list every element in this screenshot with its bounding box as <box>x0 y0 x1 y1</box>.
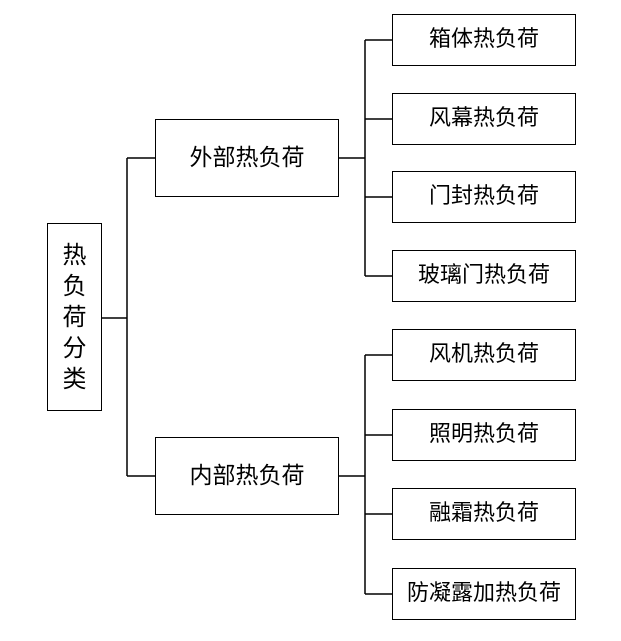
root-label-char-4: 分 <box>62 333 87 362</box>
root-label-char-1: 热 <box>62 240 87 269</box>
leaf-node-lighting-heat-load: 照明热负荷 <box>392 409 576 461</box>
leaf-node-fan-heat-load: 风机热负荷 <box>392 329 576 381</box>
branch-node-internal-heat-load: 内部热负荷 <box>155 437 339 515</box>
leaf-node-anti-condensation-heating-load: 防凝露加热负荷 <box>392 568 576 620</box>
leaf-node-glass-door-heat-load: 玻璃门热负荷 <box>392 250 576 302</box>
leaf-node-air-curtain-heat-load: 风幕热负荷 <box>392 93 576 145</box>
leaf-node-defrost-heat-load: 融霜热负荷 <box>392 488 576 540</box>
root-label-char-5: 类 <box>62 364 87 393</box>
branch-node-external-heat-load: 外部热负荷 <box>155 119 339 197</box>
leaf-node-door-seal-heat-load: 门封热负荷 <box>392 171 576 223</box>
root-node-heat-load-classification: 热负荷分类 <box>47 223 102 411</box>
root-label-char-3: 荷 <box>62 302 87 331</box>
leaf-node-cabinet-heat-load: 箱体热负荷 <box>392 14 576 66</box>
root-label-char-2: 负 <box>62 271 87 300</box>
